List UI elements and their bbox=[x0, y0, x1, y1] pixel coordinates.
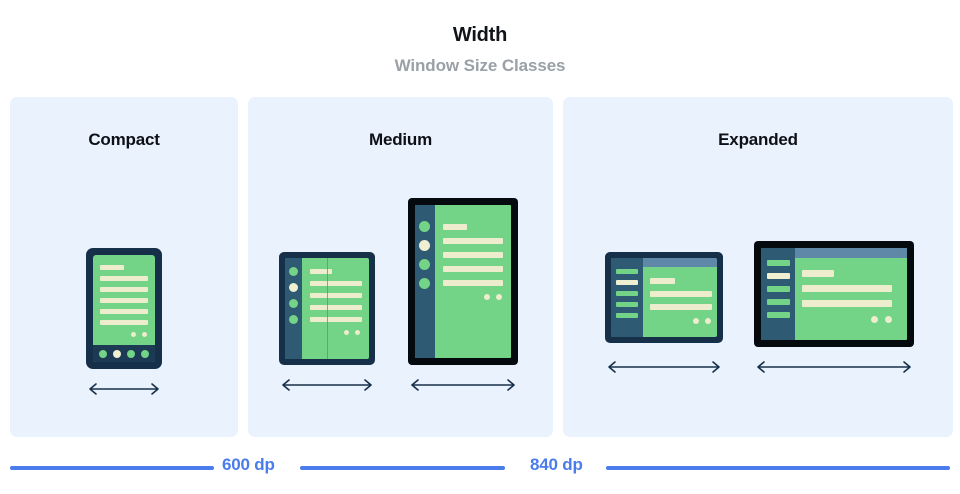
device-foldable bbox=[279, 252, 375, 365]
app-top-bar bbox=[795, 248, 907, 258]
rail-bar bbox=[767, 286, 790, 292]
content-line bbox=[310, 317, 362, 322]
content-dot bbox=[344, 330, 349, 335]
content-line bbox=[650, 291, 712, 297]
panel-compact: Compact bbox=[10, 97, 238, 437]
tablet-nav-rail bbox=[761, 248, 795, 340]
nav-dot bbox=[127, 350, 135, 358]
rail-dot bbox=[419, 259, 430, 270]
rail-dot bbox=[289, 299, 298, 308]
content-line bbox=[443, 224, 467, 230]
panel-label-compact: Compact bbox=[88, 130, 160, 149]
breakpoint-line-left bbox=[10, 466, 214, 470]
breakpoint-label-840: 840 dp bbox=[530, 455, 583, 474]
rail-bar-active bbox=[767, 273, 790, 279]
device-tablet-landscape-large bbox=[754, 241, 914, 347]
content-line bbox=[310, 293, 362, 298]
rail-bar-active bbox=[616, 280, 638, 285]
content-line bbox=[100, 265, 124, 270]
tablet-nav-rail bbox=[611, 258, 643, 337]
width-arrow-icon bbox=[282, 379, 372, 391]
content-line bbox=[310, 281, 362, 286]
device-tablet-landscape-small bbox=[605, 252, 723, 343]
width-arrow-icon bbox=[757, 361, 911, 373]
phone-screen bbox=[93, 255, 155, 362]
rail-bar bbox=[616, 291, 638, 296]
panel-medium: Medium bbox=[248, 97, 553, 437]
content-line bbox=[100, 309, 148, 314]
breakpoint-label-600: 600 dp bbox=[222, 455, 275, 474]
foldable-screen bbox=[285, 258, 369, 359]
panel-label-expanded: Expanded bbox=[718, 130, 798, 149]
content-line bbox=[100, 320, 148, 325]
content-dot bbox=[871, 316, 878, 323]
content-line bbox=[802, 300, 892, 307]
chart-header: Width Window Size Classes bbox=[0, 0, 960, 76]
tablet-portrait-screen bbox=[415, 205, 511, 358]
size-class-panels: Compact bbox=[0, 97, 960, 437]
breakpoint-rail: 600 dp 840 dp bbox=[0, 455, 960, 494]
rail-dot bbox=[289, 267, 298, 276]
width-arrow-icon bbox=[89, 383, 159, 395]
width-arrow-icon bbox=[608, 361, 720, 373]
breakpoint-line-right bbox=[606, 466, 950, 470]
rail-dot-active bbox=[289, 283, 298, 292]
page-title: Width bbox=[452, 24, 508, 46]
panel-label-medium: Medium bbox=[368, 130, 433, 149]
nav-dot-active bbox=[113, 350, 121, 358]
rail-bar bbox=[616, 313, 638, 318]
content-line bbox=[443, 280, 503, 286]
device-tablet-portrait bbox=[408, 198, 518, 365]
content-line bbox=[443, 238, 503, 244]
page-subtitle: Window Size Classes bbox=[394, 56, 566, 75]
content-line bbox=[650, 278, 675, 284]
rail-bar bbox=[616, 302, 638, 307]
rail-bar bbox=[767, 312, 790, 318]
width-arrow-icon bbox=[411, 379, 515, 391]
content-line bbox=[100, 276, 148, 281]
content-dot bbox=[484, 294, 490, 300]
content-line bbox=[802, 285, 892, 292]
rail-bar bbox=[767, 260, 790, 266]
content-dot bbox=[142, 332, 147, 337]
nav-dot bbox=[99, 350, 107, 358]
content-dot bbox=[885, 316, 892, 323]
rail-dot bbox=[289, 315, 298, 324]
content-dot bbox=[496, 294, 502, 300]
phone-bottom-nav bbox=[93, 345, 155, 362]
panel-expanded: Expanded bbox=[563, 97, 953, 437]
content-line bbox=[443, 252, 503, 258]
tablet-landscape-large-screen bbox=[761, 248, 907, 340]
device-stage-expanded bbox=[563, 175, 953, 437]
rail-dot bbox=[419, 221, 430, 232]
content-line bbox=[100, 298, 148, 303]
content-dot bbox=[693, 318, 699, 324]
content-dot bbox=[355, 330, 360, 335]
content-line bbox=[802, 270, 834, 277]
content-dot bbox=[131, 332, 136, 337]
device-phone bbox=[86, 248, 162, 369]
content-line bbox=[310, 305, 362, 310]
device-stage-compact bbox=[10, 175, 238, 437]
tablet-nav-rail bbox=[415, 205, 435, 358]
content-line bbox=[100, 287, 148, 292]
fold-crease-line bbox=[327, 258, 328, 359]
foldable-nav-rail bbox=[285, 258, 302, 359]
rail-bar bbox=[616, 269, 638, 274]
rail-bar bbox=[767, 299, 790, 305]
nav-dot bbox=[141, 350, 149, 358]
rail-dot-active bbox=[419, 240, 430, 251]
breakpoint-line-middle bbox=[300, 466, 505, 470]
tablet-landscape-small-screen bbox=[611, 258, 717, 337]
content-line bbox=[443, 266, 503, 272]
content-dot bbox=[705, 318, 711, 324]
content-line bbox=[310, 269, 332, 274]
content-line bbox=[650, 304, 712, 310]
rail-dot bbox=[419, 278, 430, 289]
device-stage-medium bbox=[248, 175, 553, 437]
app-top-bar bbox=[643, 258, 717, 267]
